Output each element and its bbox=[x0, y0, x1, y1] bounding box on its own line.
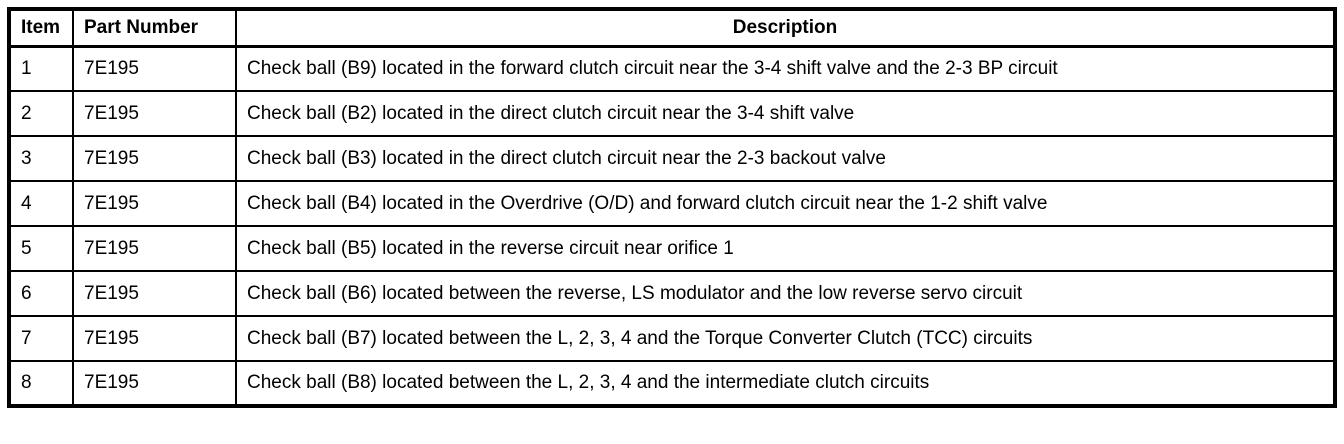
item-cell: 5 bbox=[8, 225, 74, 272]
item-cell: 7 bbox=[8, 315, 74, 362]
description-cell: Check ball (B6) located between the reve… bbox=[235, 270, 1336, 317]
item-cell: 2 bbox=[8, 90, 74, 137]
description-cell: Check ball (B4) located in the Overdrive… bbox=[235, 180, 1336, 227]
item-cell: 8 bbox=[8, 360, 74, 407]
parts-table-header: Item Part Number Description bbox=[8, 8, 1336, 48]
description-cell: Check ball (B5) located in the reverse c… bbox=[235, 225, 1336, 272]
part-number-cell: 7E195 bbox=[72, 270, 237, 317]
header-item: Item bbox=[8, 8, 74, 48]
part-number-cell: 7E195 bbox=[72, 135, 237, 182]
description-cell: Check ball (B7) located between the L, 2… bbox=[235, 315, 1336, 362]
item-cell: 6 bbox=[8, 270, 74, 317]
part-number-cell: 7E195 bbox=[72, 225, 237, 272]
item-cell: 1 bbox=[8, 45, 74, 92]
header-description: Description bbox=[235, 8, 1336, 48]
part-number-cell: 7E195 bbox=[72, 315, 237, 362]
header-row: Item Part Number Description bbox=[8, 8, 1336, 48]
part-number-cell: 7E195 bbox=[72, 45, 237, 92]
part-number-cell: 7E195 bbox=[72, 90, 237, 137]
header-part-number: Part Number bbox=[72, 8, 237, 48]
item-cell: 3 bbox=[8, 135, 74, 182]
part-number-cell: 7E195 bbox=[72, 360, 237, 407]
description-cell: Check ball (B8) located between the L, 2… bbox=[235, 360, 1336, 407]
item-cell: 4 bbox=[8, 180, 74, 227]
description-cell: Check ball (B2) located in the direct cl… bbox=[235, 90, 1336, 137]
description-cell: Check ball (B9) located in the forward c… bbox=[235, 45, 1336, 92]
description-cell: Check ball (B3) located in the direct cl… bbox=[235, 135, 1336, 182]
part-number-cell: 7E195 bbox=[72, 180, 237, 227]
